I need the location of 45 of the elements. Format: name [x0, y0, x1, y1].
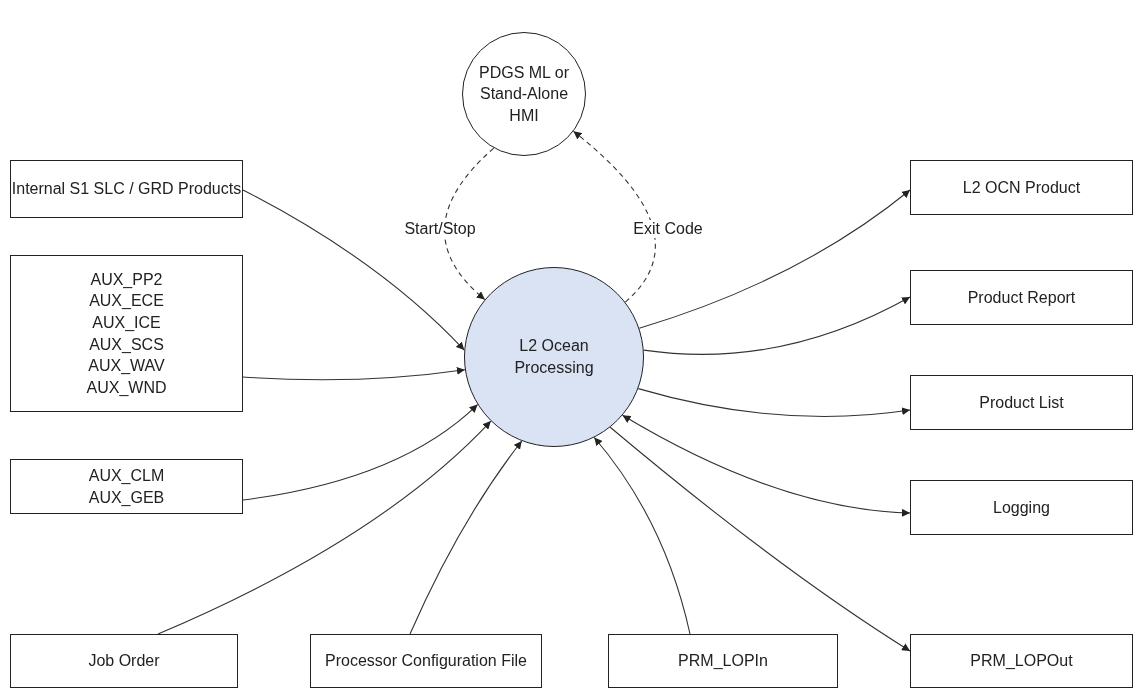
- data-box: [910, 634, 1133, 688]
- node-label: AUX_ICE: [92, 312, 161, 333]
- arrow: [572, 130, 656, 303]
- node-label: Processor Configuration File: [325, 651, 527, 672]
- node-label: AUX_WND: [86, 377, 167, 398]
- arrow: [242, 366, 466, 381]
- node-label: AUX_CLM: [88, 465, 165, 486]
- arrow: [638, 189, 911, 329]
- arrow: [643, 296, 911, 355]
- arrow: [409, 440, 523, 635]
- node-label: Product List: [979, 392, 1064, 413]
- node-label: PRM_LOPIn: [678, 651, 768, 672]
- data-box: [10, 459, 243, 514]
- data-box: [910, 375, 1133, 430]
- data-box: [10, 255, 243, 412]
- edge-label: Exit Code: [631, 220, 705, 238]
- node-label: PRM_LOPOut: [970, 651, 1073, 672]
- node-label: AUX_GEB: [88, 487, 165, 508]
- data-box: [910, 480, 1133, 535]
- node-label: PDGS ML or Stand-Alone HMI: [477, 62, 571, 126]
- data-box: [310, 634, 542, 688]
- arrow: [242, 403, 479, 501]
- node-label: AUX_SCS: [89, 334, 164, 355]
- node-label: Job Order: [88, 651, 160, 672]
- arrow: [593, 436, 691, 635]
- data-box: [10, 634, 238, 688]
- node-label: Logging: [993, 497, 1050, 518]
- data-box: [910, 270, 1133, 325]
- edge-label: Start/Stop: [402, 220, 478, 238]
- data-box: [10, 160, 243, 218]
- node-label: Product Report: [967, 287, 1076, 308]
- data-box: [608, 634, 838, 688]
- node-label: L2 Ocean Processing: [513, 336, 595, 378]
- arrow: [444, 147, 495, 301]
- arrow: [242, 189, 465, 351]
- node-label: L2 OCN Product: [962, 177, 1081, 198]
- node-label: AUX_WAV: [88, 356, 165, 377]
- data-box: [910, 160, 1133, 215]
- node-label: AUX_PP2: [90, 269, 163, 290]
- arrow: [622, 414, 911, 517]
- arrow: [637, 388, 911, 418]
- node-label: AUX_ECE: [89, 291, 164, 312]
- arrow: [157, 420, 492, 635]
- arrow: [609, 426, 911, 652]
- node-label: Internal S1 SLC / GRD Products: [11, 179, 242, 200]
